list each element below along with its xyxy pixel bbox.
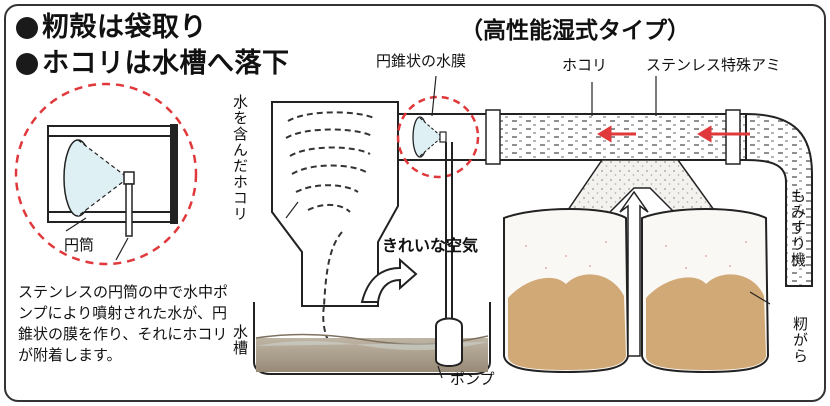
label-cylinder: 円筒 <box>64 236 95 254</box>
bullet-icon <box>16 17 38 39</box>
cylinder-inset <box>14 82 198 266</box>
pump <box>435 142 463 379</box>
clean-air-arrow <box>360 257 418 303</box>
bullet-icon <box>16 53 38 75</box>
label-stainless-mesh: ステンレス特殊アミ <box>646 56 781 74</box>
label-huller: もみすり機 <box>789 188 807 268</box>
label-water-dust: 水を含んだホコリ <box>231 94 249 222</box>
dust-collector-diagram <box>14 75 813 379</box>
label-tank: 水槽 <box>231 324 249 356</box>
diagram-frame: 籾殻は袋取り ホコリは水槽へ落下 （高性能湿式タイプ） 円錐状の水膜 ホコリ ス… <box>4 4 826 402</box>
label-pump: ポンプ <box>450 370 495 388</box>
label-dust: ホコリ <box>562 56 608 74</box>
label-husks: 籾がら <box>791 316 809 364</box>
heading-line-2: ホコリは水槽へ落下 <box>16 50 290 77</box>
label-clean-air: きれいな空気 <box>382 236 479 255</box>
heading-line-1: 籾殻は袋取り <box>16 14 207 41</box>
film-leader <box>431 75 437 117</box>
label-conical-film: 円錐状の水膜 <box>376 52 467 70</box>
husk-bags <box>503 190 770 374</box>
description-text: ステンレスの円筒の中で水中ポンプにより噴射された水が、円錐状の膜を作り、それにホ… <box>18 283 229 364</box>
type-label: （高性能湿式タイプ） <box>460 18 690 44</box>
main-duct <box>396 95 813 287</box>
